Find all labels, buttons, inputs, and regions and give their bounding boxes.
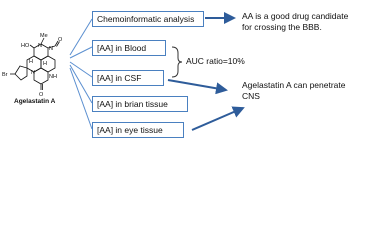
note-cns-line1: Agelastatin A can penetrate xyxy=(242,80,346,90)
note-cns-line2: CNS xyxy=(242,91,260,101)
atom-o1: O xyxy=(58,37,63,43)
atom-me: Me xyxy=(40,33,48,39)
connector-csf xyxy=(69,61,93,78)
connector-blood xyxy=(69,46,93,59)
agelastatin-atoms: Me HO N N O H H N NH Br O xyxy=(2,33,63,98)
box-aa-in-blood: [AA] in Blood xyxy=(92,40,166,56)
agelastatin-structure xyxy=(10,37,60,90)
box-aa-in-brain-tissue: [AA] in brian tissue xyxy=(92,96,188,112)
arrow-eye-result xyxy=(191,106,245,131)
atom-n3: N xyxy=(31,70,35,76)
box-chemoinformatic-analysis: Chemoinformatic analysis xyxy=(92,11,204,27)
connector-chemo xyxy=(69,18,93,56)
atom-ho: HO xyxy=(21,43,30,49)
arrow-csf-result xyxy=(167,79,228,95)
box-aa-in-eye-tissue: [AA] in eye tissue xyxy=(92,122,184,138)
atom-o2: O xyxy=(39,92,44,98)
atom-n2: N xyxy=(49,46,53,52)
diagram-canvas: Me HO N N O H H N NH Br O Agelastatin A … xyxy=(2,11,349,138)
fan-connectors xyxy=(69,18,93,130)
atom-h2: H xyxy=(43,61,47,67)
atom-br: Br xyxy=(2,72,8,78)
connector-brain xyxy=(69,64,93,104)
atom-h1: H xyxy=(29,59,33,65)
molecule-name: Agelastatin A xyxy=(14,98,56,105)
note-drug-candidate-line2: for crossing the BBB. xyxy=(242,22,322,32)
box-aa-in-csf: [AA] in CSF xyxy=(92,70,164,86)
atom-n1: N xyxy=(38,43,42,49)
diagram-lines: Me HO N N O H H N NH Br O xyxy=(2,12,245,131)
note-auc-ratio: AUC ratio=10% xyxy=(186,56,245,66)
auc-brace xyxy=(171,46,183,78)
atom-nh: NH xyxy=(49,74,57,80)
note-drug-candidate-line1: AA is a good drug candidate xyxy=(242,11,349,21)
connector-eye xyxy=(69,67,93,130)
